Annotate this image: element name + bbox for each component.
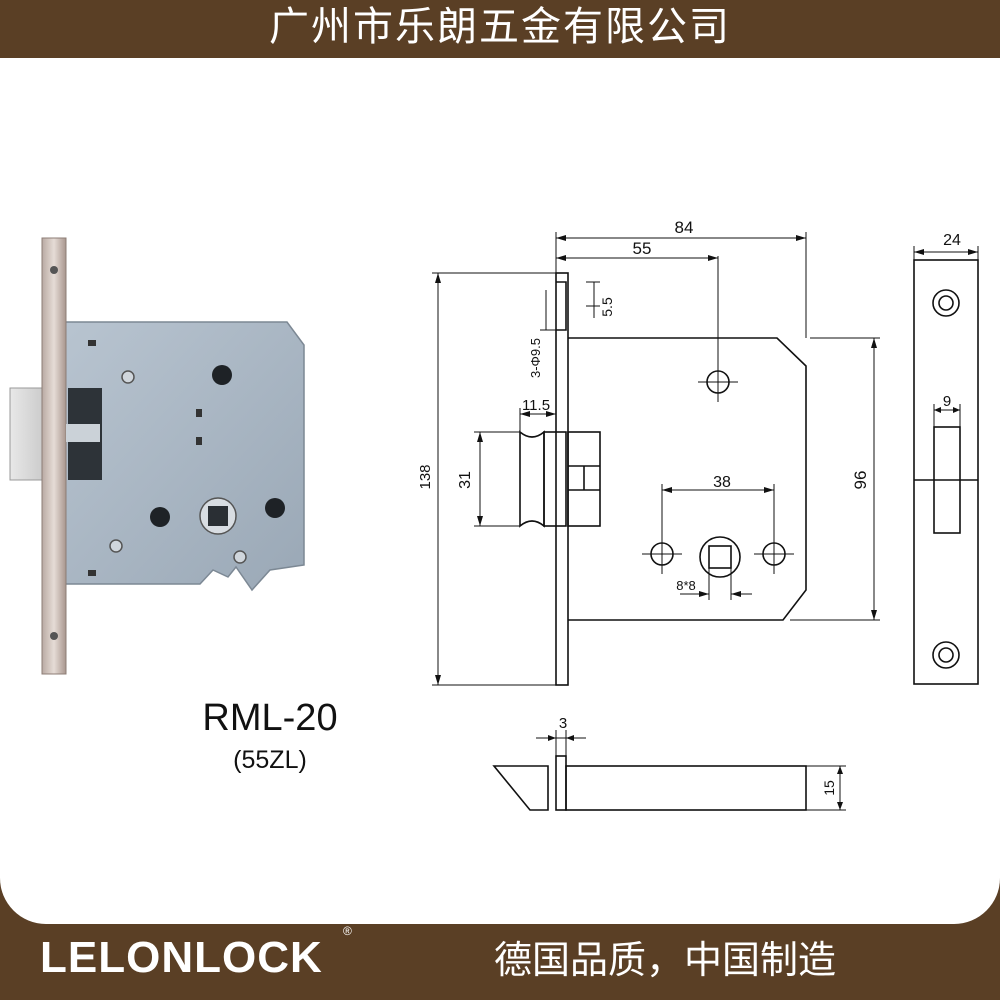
model-number: RML-20 bbox=[202, 697, 338, 739]
dim-faceplate-width: 24 bbox=[943, 232, 961, 249]
top-banner bbox=[0, 0, 1000, 58]
lock-case-body bbox=[61, 321, 305, 592]
latch-spring bbox=[66, 424, 100, 442]
case-tab bbox=[88, 570, 96, 576]
faceplate-view-drawing bbox=[913, 259, 979, 685]
top-latch bbox=[492, 765, 549, 811]
front-latch-body bbox=[543, 431, 567, 527]
faceplate-dimension-arrows bbox=[914, 249, 978, 413]
brand-slogan: 德国品质，中国制造 bbox=[493, 938, 836, 982]
front-spindle-boss bbox=[699, 536, 741, 578]
case-rivet bbox=[109, 539, 123, 553]
top-case bbox=[565, 765, 807, 811]
dim-latch-height: 31 bbox=[457, 471, 474, 489]
front-dimension-lines bbox=[432, 232, 880, 686]
company-name: 广州市乐朗五金有限公司 bbox=[269, 4, 731, 50]
dim-faceplate-height: 138 bbox=[417, 464, 434, 489]
case-tab bbox=[88, 340, 96, 346]
registered-mark: ® bbox=[343, 924, 352, 938]
front-view-drawing bbox=[519, 272, 807, 686]
dim-spindle: 8*8 bbox=[676, 578, 696, 593]
mounting-hole bbox=[150, 507, 170, 527]
dim-case-thickness: 15 bbox=[821, 780, 837, 796]
mounting-hole bbox=[265, 498, 285, 518]
dim-hole-spacing: 38 bbox=[713, 474, 731, 491]
front-latch-head bbox=[519, 430, 545, 528]
front-centre-marks bbox=[642, 362, 794, 574]
dim-strike-opening: 9 bbox=[943, 393, 951, 410]
model-variant: (55ZL) bbox=[233, 746, 307, 774]
dim-screw-spacing: 5.5 bbox=[599, 297, 615, 317]
front-spindle-square bbox=[708, 545, 732, 569]
dim-case-height: 96 bbox=[851, 471, 870, 490]
case-rivet bbox=[233, 550, 247, 564]
top-view-drawing bbox=[492, 755, 807, 811]
faceplate-screw-hole bbox=[50, 266, 58, 274]
top-faceplate bbox=[555, 755, 567, 811]
front-case-outline bbox=[568, 337, 807, 621]
dim-latch-projection: 11.5 bbox=[522, 397, 550, 414]
spindle-hole bbox=[208, 506, 228, 526]
indicator-slot bbox=[196, 437, 202, 445]
dim-screw-holes: 3-Φ9.5 bbox=[528, 338, 543, 378]
side-faceplate bbox=[913, 259, 979, 685]
dim-backset: 55 bbox=[633, 239, 652, 258]
faceplate bbox=[41, 237, 67, 675]
brand-logo: LELONLOCK bbox=[40, 933, 323, 982]
top-view-dimension-arrows bbox=[548, 735, 843, 810]
dimension-labels: 84 55 24 5.5 3-Φ9.5 11.5 31 138 96 38 8*… bbox=[417, 218, 961, 796]
front-screw-notch bbox=[556, 281, 567, 331]
front-dimension-arrows bbox=[435, 235, 877, 685]
top-view-dimension-lines bbox=[536, 730, 846, 811]
mounting-hole bbox=[212, 365, 232, 385]
dim-faceplate-thickness: 3 bbox=[559, 715, 567, 732]
front-latch-block bbox=[567, 431, 601, 527]
indicator-slot bbox=[196, 409, 202, 417]
faceplate-screw-hole bbox=[50, 632, 58, 640]
case-rivet bbox=[121, 370, 135, 384]
lock-photo bbox=[9, 237, 305, 675]
footer-banner bbox=[0, 924, 1000, 1000]
dim-overall-width: 84 bbox=[675, 218, 694, 237]
